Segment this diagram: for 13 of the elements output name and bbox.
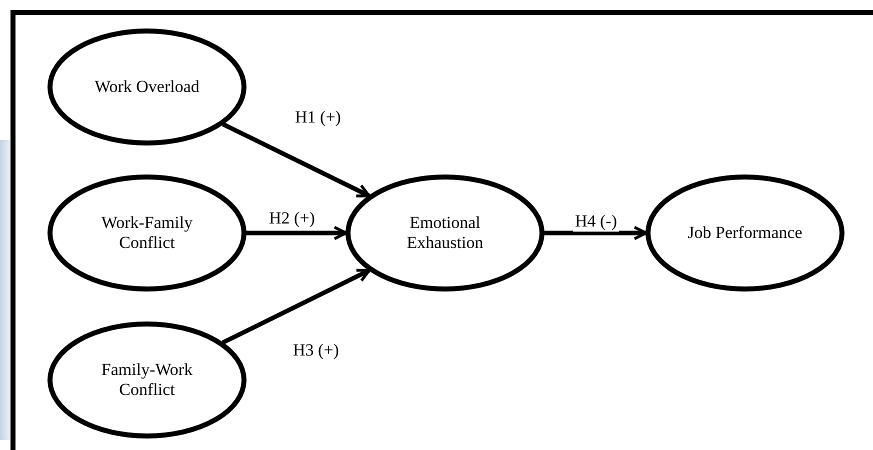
construct-label: Job Performance [688, 222, 802, 244]
arrow [222, 268, 371, 345]
edge-label: H2 (+) [267, 210, 317, 228]
construct-label: Family-Work Conflict [100, 360, 194, 400]
construct-label: Work Overload [94, 76, 200, 98]
arrow [544, 226, 648, 240]
arrow [222, 122, 370, 198]
edge-label: H1 (+) [293, 108, 343, 128]
arrow [246, 226, 348, 240]
construct-label: Emotional Exhaustion [406, 212, 484, 254]
construct-label: Work-Family Conflict [100, 212, 194, 254]
edge-label: H3 (+) [291, 342, 341, 360]
edge-label: H4 (-) [573, 212, 619, 232]
